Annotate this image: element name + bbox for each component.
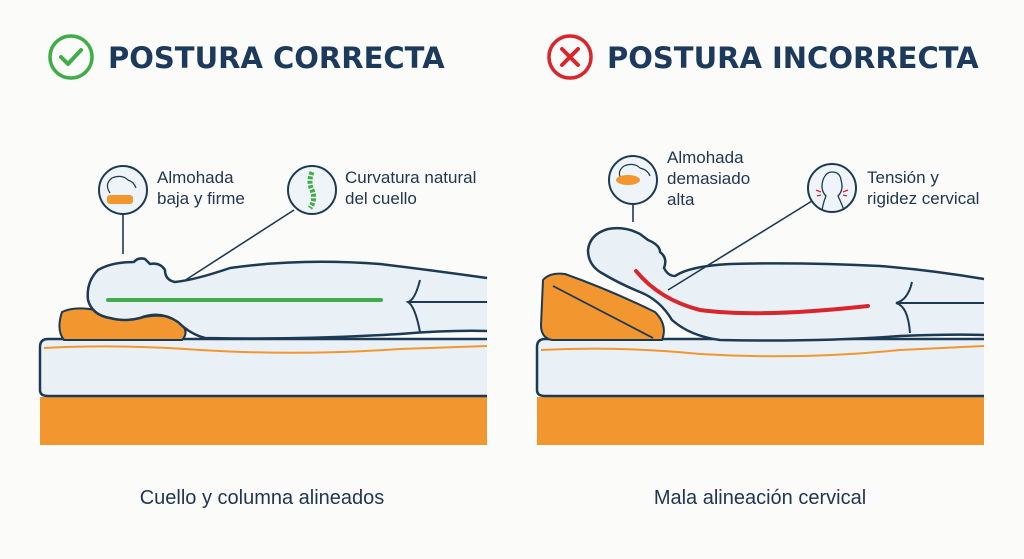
incorrect-title: POSTURA INCORRECTA — [607, 41, 979, 75]
mattress — [535, 337, 984, 398]
spine-icon — [287, 165, 337, 215]
spine-curve — [634, 269, 870, 316]
x-circle-icon — [547, 34, 593, 80]
incorrect-caption: Mala alineación cervical — [654, 487, 866, 509]
callout-label: del cuello — [345, 189, 417, 208]
high-pillow — [539, 272, 665, 341]
correct-caption: Cuello y columna alineados — [140, 487, 385, 509]
correct-panel: POSTURA CORRECTA Almohada baja y firme C… — [38, 34, 488, 509]
callout-label: Curvatura natural — [345, 168, 476, 187]
bed-base — [537, 397, 984, 445]
correct-title: POSTURA CORRECTA — [108, 41, 445, 75]
callout-label: Tensión y — [867, 168, 939, 187]
body-outline — [586, 226, 985, 342]
callout-label: alta — [667, 190, 695, 209]
mattress — [38, 337, 487, 398]
callout-label: baja y firme — [157, 189, 245, 208]
incorrect-panel: POSTURA INCORRECTA Almohada demasiado al… — [535, 34, 985, 509]
check-circle-icon — [48, 34, 94, 80]
low-pillow-icon — [98, 165, 148, 215]
bed-base — [40, 397, 487, 445]
neck-tension-icon — [807, 163, 857, 213]
callout-label: Almohada — [157, 168, 234, 187]
callout-label: demasiado — [667, 169, 750, 188]
callout-label: Almohada — [667, 148, 744, 167]
callout-label: rigidez cervical — [867, 189, 979, 208]
high-pillow-icon — [608, 155, 658, 205]
